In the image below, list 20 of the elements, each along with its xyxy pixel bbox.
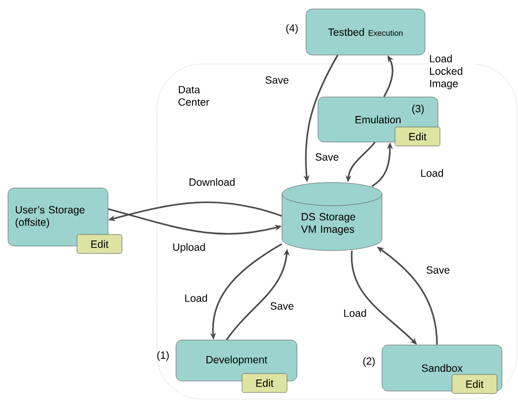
step-number: (3) — [412, 104, 424, 114]
edit-tag: Edit — [394, 126, 440, 146]
step-number: (4) — [286, 24, 298, 34]
step-number: (2) — [363, 357, 375, 367]
edge-label: Save — [314, 152, 340, 162]
edge-label: Load Locked Image — [428, 54, 476, 90]
edit-tag: Edit — [452, 374, 498, 394]
storage-cylinder: DS Storage VM Images — [282, 182, 382, 251]
edit-tag: Edit — [76, 234, 122, 254]
edge-label: Save — [264, 75, 290, 85]
edge-label: Save — [425, 265, 451, 275]
edge-label: Download — [188, 177, 236, 187]
edit-tag: Edit — [242, 373, 288, 393]
edge-label: Save — [269, 301, 295, 311]
region-label: Data Center — [178, 86, 210, 106]
step-number: (1) — [157, 351, 169, 361]
edge-label: Load — [183, 293, 209, 303]
edge-label: Upload — [171, 242, 207, 254]
edge-label: Load — [342, 308, 368, 318]
edge-label: Load — [419, 168, 445, 178]
